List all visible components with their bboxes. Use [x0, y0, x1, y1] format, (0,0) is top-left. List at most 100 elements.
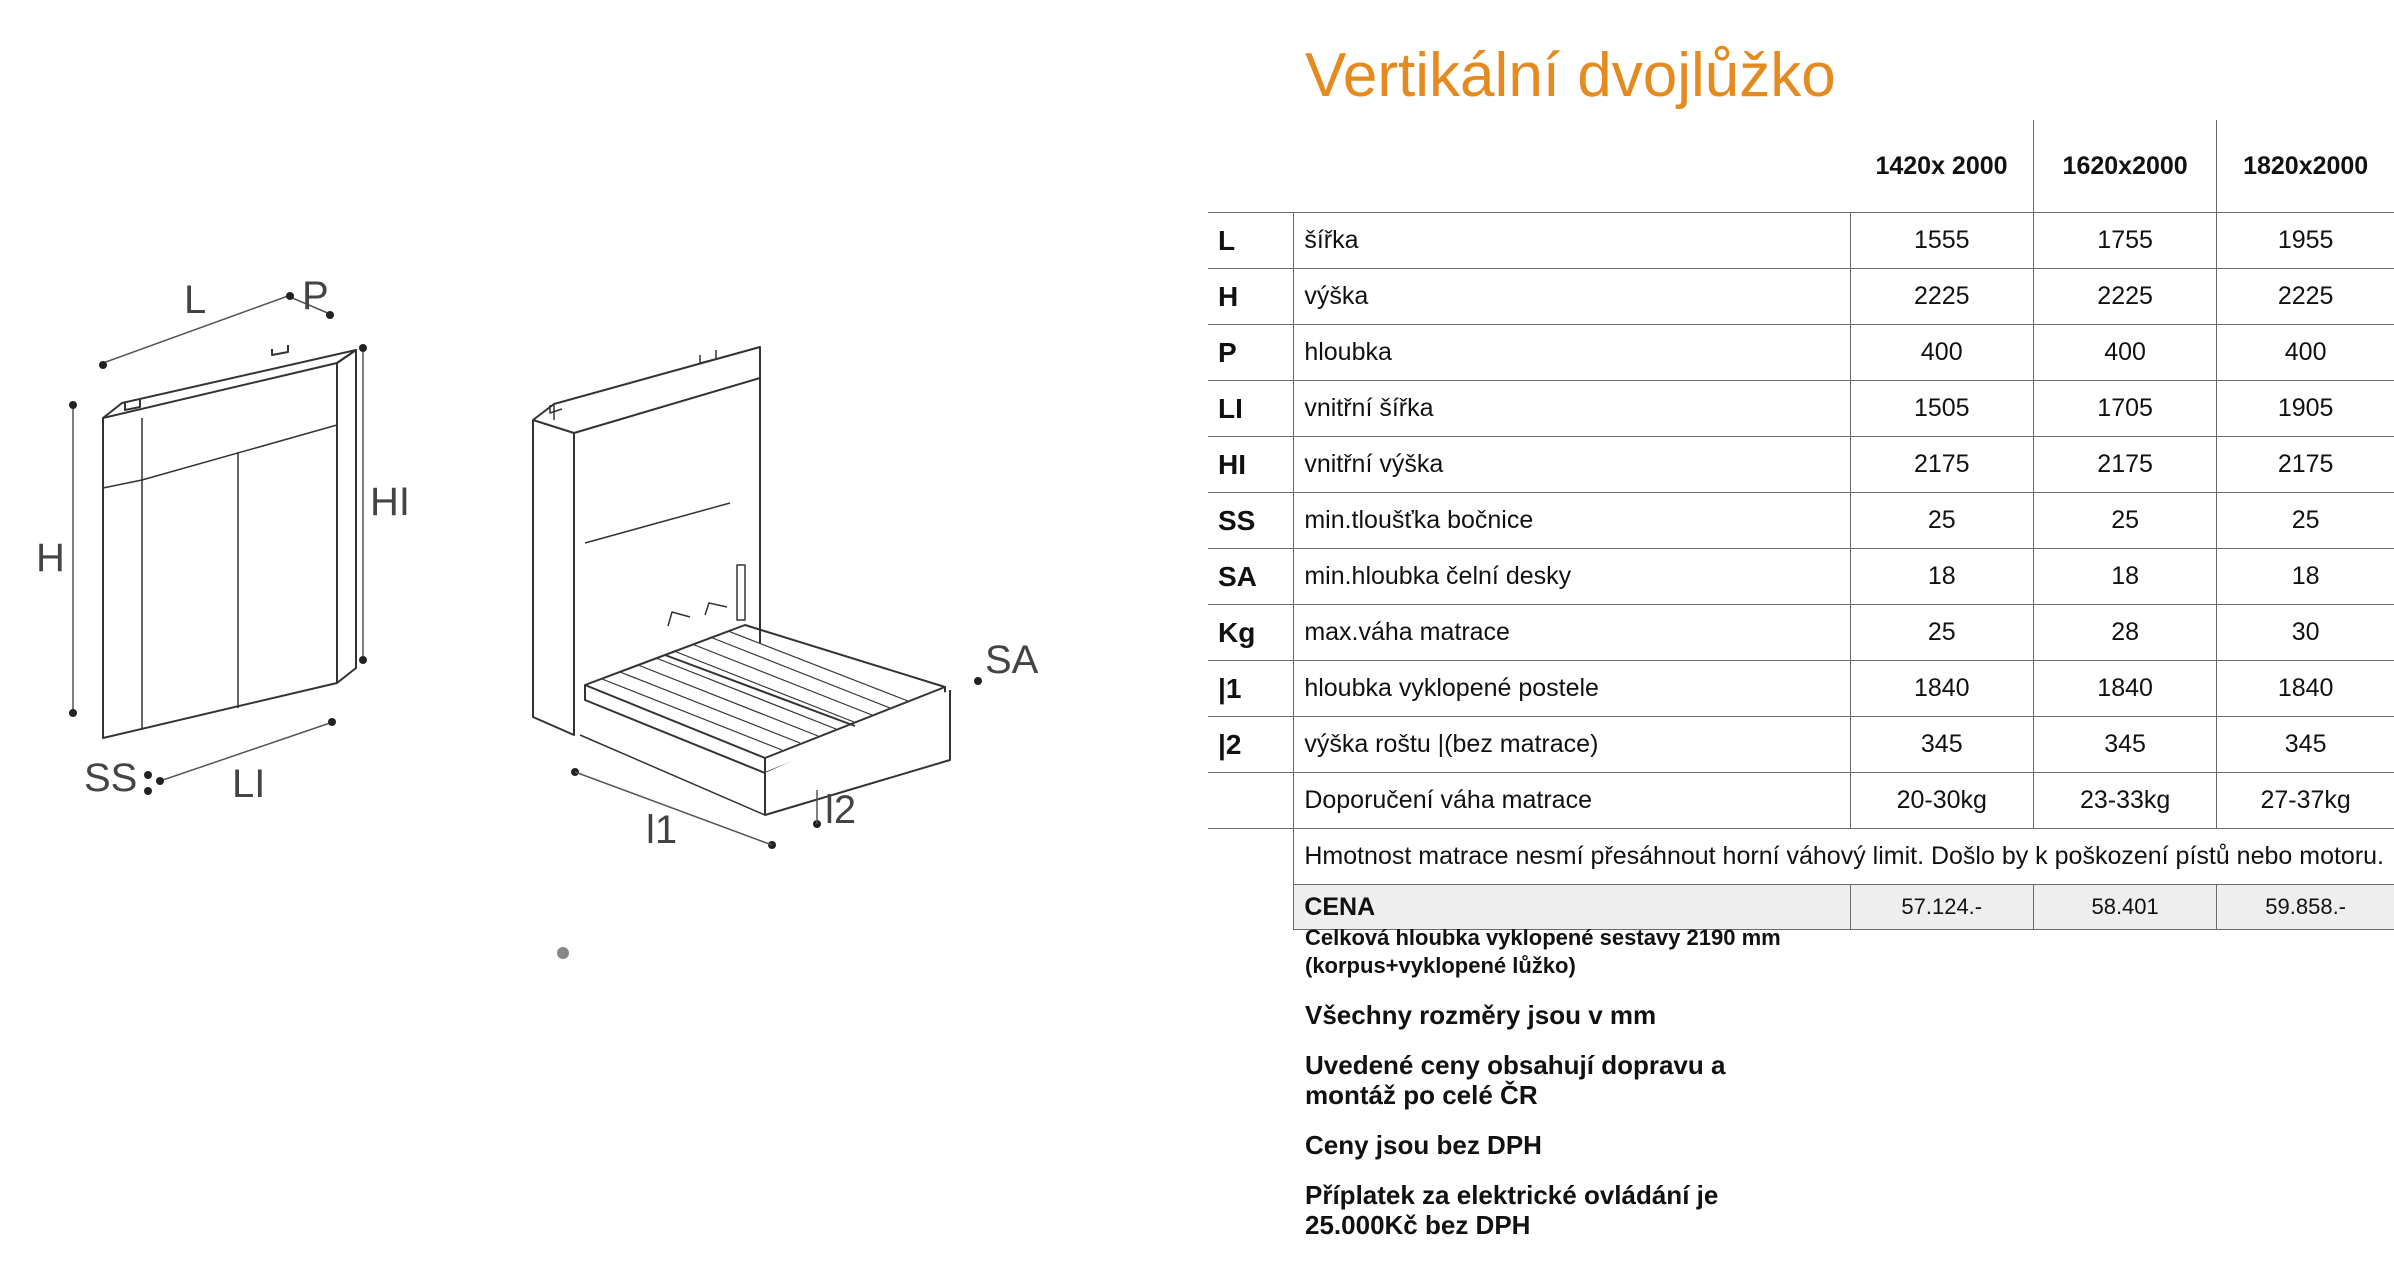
row-label: hloubka — [1293, 324, 1851, 381]
row-label: min.hloubka čelní desky — [1293, 548, 1851, 605]
row-label: Doporučení váha matrace — [1293, 772, 1851, 829]
price-value: 58.401 — [2032, 884, 2217, 930]
table-row: SS min.tloušťka bočnice 25 25 25 — [1208, 492, 2394, 549]
row-value: 2225 — [2216, 268, 2394, 325]
row-value: 2225 — [1849, 268, 2034, 325]
price-value: 57.124.- — [1849, 884, 2034, 930]
weight-warning-note: Hmotnost matrace nesmí přesáhnout horní … — [1293, 828, 2394, 885]
row-code: H — [1208, 268, 1294, 325]
table-row: |1 hloubka vyklopené postele 1840 1840 1… — [1208, 660, 2394, 717]
row-value: 1555 — [1849, 212, 2034, 269]
bed-dimension-drawing: L P H HI SS LI SA l1 l2 — [36, 274, 1039, 852]
dim-label-sa: SA — [985, 638, 1039, 682]
table-row: |2 výška roštu |(bez matrace) 345 345 34… — [1208, 716, 2394, 773]
row-value: 18 — [1849, 548, 2034, 605]
row-value: 28 — [2032, 604, 2217, 661]
row-value: 20-30kg — [1849, 772, 2034, 829]
dim-label-li: LI — [232, 762, 266, 806]
row-value: 25 — [2032, 492, 2217, 549]
table-row: SA min.hloubka čelní desky 18 18 18 — [1208, 548, 2394, 605]
row-label: šířka — [1293, 212, 1851, 269]
dimension-lines-open — [574, 771, 818, 846]
row-value: 345 — [2032, 716, 2217, 773]
vat-note: Ceny jsou bez DPH — [1305, 1130, 1542, 1160]
spec-table: 1420x 2000 1620x2000 1820x2000 L šířka 1… — [1208, 120, 2394, 930]
row-code: LI — [1208, 380, 1294, 437]
row-value: 2175 — [2032, 436, 2217, 493]
row-code: Kg — [1208, 604, 1294, 661]
delivery-note: Uvedené ceny obsahují dopravu a — [1305, 1050, 1726, 1080]
row-code: |2 — [1208, 716, 1294, 773]
row-label: vnitřní šířka — [1293, 380, 1851, 437]
table-row: HI vnitřní výška 2175 2175 2175 — [1208, 436, 2394, 493]
row-code: |1 — [1208, 660, 1294, 717]
row-code: P — [1208, 324, 1294, 381]
row-label: vnitřní výška — [1293, 436, 1851, 493]
dim-label-h: H — [36, 536, 65, 580]
row-code: L — [1208, 212, 1294, 269]
row-value: 1905 — [2216, 380, 2394, 437]
row-value: 25 — [2216, 492, 2394, 549]
row-value: 18 — [2216, 548, 2394, 605]
row-label: min.tloušťka bočnice — [1293, 492, 1851, 549]
row-value: 2175 — [2216, 436, 2394, 493]
total-height-note: Celková hloubka vyklopené sestavy 2190 m… — [1305, 925, 1781, 950]
total-height-note-detail: (korpus+vyklopené lůžko) — [1305, 953, 1576, 978]
table-row: P hloubka 400 400 400 — [1208, 324, 2394, 381]
dim-label-p: P — [302, 274, 329, 318]
row-value: 2175 — [1849, 436, 2034, 493]
carousel-dot[interactable] — [557, 947, 569, 959]
dim-label-hi: HI — [370, 480, 410, 524]
table-header-row: 1420x 2000 1620x2000 1820x2000 — [1208, 120, 2394, 213]
row-value: 23-33kg — [2032, 772, 2217, 829]
price-label: CENA — [1293, 884, 1851, 930]
row-value: 345 — [2216, 716, 2394, 773]
table-row: H výška 2225 2225 2225 — [1208, 268, 2394, 325]
row-code — [1208, 772, 1294, 829]
weight-warning-row: Hmotnost matrace nesmí přesáhnout horní … — [1208, 828, 2394, 885]
closed-cabinet-drawing — [102, 345, 357, 739]
row-label: výška roštu |(bez matrace) — [1293, 716, 1851, 773]
row-value: 400 — [2032, 324, 2217, 381]
row-value: 1505 — [1849, 380, 2034, 437]
table-row: LI vnitřní šířka 1505 1705 1905 — [1208, 380, 2394, 437]
row-value: 400 — [2216, 324, 2394, 381]
table-row: Kg max.váha matrace 25 28 30 — [1208, 604, 2394, 661]
row-value: 25 — [1849, 604, 2034, 661]
row-label: max.váha matrace — [1293, 604, 1851, 661]
column-header: 1620x2000 — [2032, 120, 2217, 213]
row-code: SA — [1208, 548, 1294, 605]
price-value: 59.858.- — [2216, 884, 2394, 930]
row-value: 2225 — [2032, 268, 2217, 325]
notes-section: Celková hloubka vyklopené sestavy 2190 m… — [1305, 924, 1905, 1240]
open-bed-drawing — [532, 346, 951, 816]
column-header: 1420x 2000 — [1875, 151, 2008, 180]
page-title: Vertikální dvojlůžko — [1305, 41, 1836, 110]
row-value: 1755 — [2032, 212, 2217, 269]
delivery-note-detail: montáž po celé ČR — [1305, 1080, 1538, 1110]
table-row: L šířka 1555 1755 1955 — [1208, 212, 2394, 269]
row-value: 1840 — [1849, 660, 2034, 717]
row-value: 1955 — [2216, 212, 2394, 269]
table-row: Doporučení váha matrace 20-30kg 23-33kg … — [1208, 772, 2394, 829]
row-value: 27-37kg — [2216, 772, 2394, 829]
dim-label-l2: l2 — [825, 788, 857, 832]
row-value: 1840 — [2032, 660, 2217, 717]
dimension-lines-closed — [72, 295, 364, 782]
electric-note: Příplatek za elektrické ovládání je — [1305, 1180, 1719, 1210]
dim-label-l: L — [184, 278, 207, 322]
row-value: 18 — [2032, 548, 2217, 605]
price-row: CENA 57.124.- 58.401 59.858.- — [1208, 884, 2394, 930]
row-value: 25 — [1849, 492, 2034, 549]
row-label: hloubka vyklopené postele — [1293, 660, 1851, 717]
units-note: Všechny rozměry jsou v mm — [1305, 1000, 1657, 1030]
row-value: 1840 — [2216, 660, 2394, 717]
dim-label-l1: l1 — [646, 808, 678, 852]
row-code: HI — [1208, 436, 1294, 493]
row-value: 1705 — [2032, 380, 2217, 437]
row-value: 400 — [1849, 324, 2034, 381]
row-label: výška — [1293, 268, 1851, 325]
row-value: 345 — [1849, 716, 2034, 773]
electric-note-detail: 25.000Kč bez DPH — [1305, 1210, 1531, 1240]
column-header: 1820x2000 — [2216, 120, 2394, 213]
